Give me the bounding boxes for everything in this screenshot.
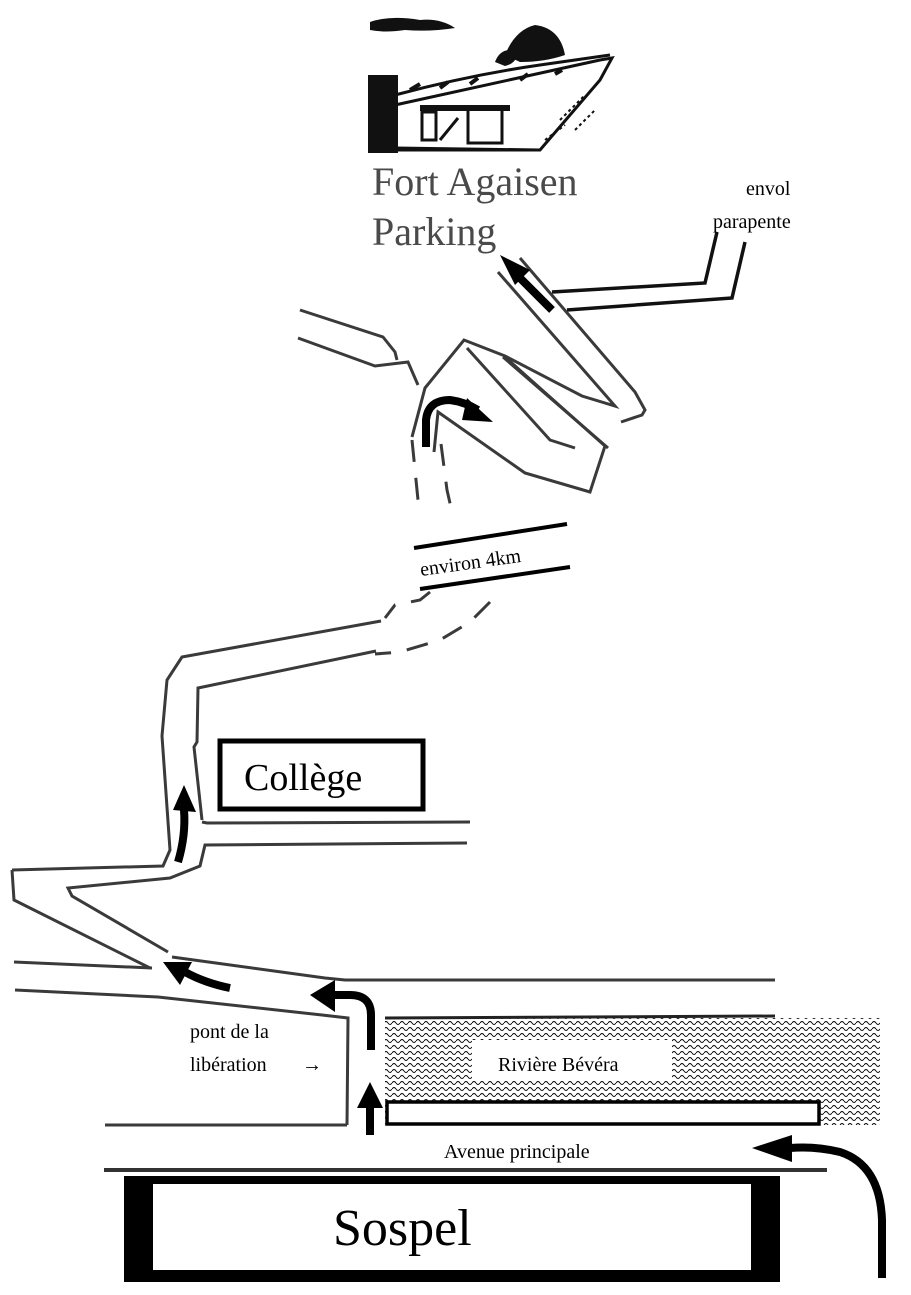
paragliding-road — [551, 231, 747, 312]
route-arrow-start — [752, 1135, 886, 1278]
destination-title-line2: Parking — [372, 209, 496, 254]
route-arrow-turn-right — [422, 395, 493, 447]
paragliding-label-line1: envol — [746, 178, 791, 200]
paragliding-label-line2: parapente — [713, 211, 791, 233]
distance-bar-top — [413, 522, 568, 550]
destination-title-line1: Fort Agaisen — [372, 159, 578, 204]
route-arrow-up-bridge — [357, 1082, 383, 1135]
college-label: Collège — [244, 757, 362, 799]
river-label: Rivière Bévéra — [498, 1054, 619, 1076]
bridge-label-line2: libération — [190, 1054, 267, 1076]
river-label-bg — [472, 1040, 672, 1080]
bridge-label-line1: pont de la — [190, 1021, 269, 1043]
switchback-road — [297, 257, 647, 516]
route-arrow-to-parking — [500, 255, 555, 313]
route-arrow-up-college — [173, 785, 196, 864]
college-road — [10, 590, 492, 970]
route-arrow-turn-left — [310, 980, 375, 1050]
distance-bar-bottom — [419, 565, 571, 591]
college-building — [217, 738, 426, 812]
bridge-pointer-arrow-icon: → — [302, 1054, 322, 1076]
bridge-road — [13, 955, 775, 1127]
route-arrow-left — [163, 962, 231, 992]
town-label: Sospel — [333, 1200, 472, 1257]
avenue-label: Avenue principale — [444, 1141, 590, 1163]
riverbank — [385, 1100, 821, 1126]
fort-illustration — [368, 17, 615, 153]
